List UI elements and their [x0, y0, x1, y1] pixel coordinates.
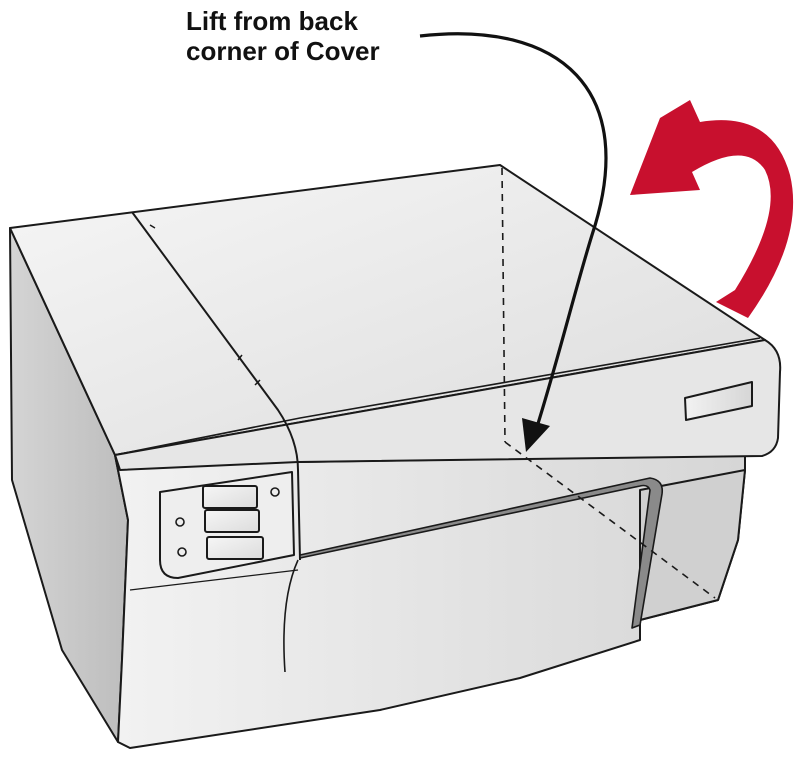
pointer-arrowhead — [522, 418, 550, 452]
panel-led-2 — [175, 517, 185, 527]
cover-fold-line — [114, 337, 761, 456]
hidden-edge-vertical — [501, 167, 506, 443]
panel-led-1 — [270, 487, 280, 497]
callout-label: Lift from back corner of Cover — [186, 6, 380, 66]
panel-led-3 — [177, 547, 187, 557]
callout-line-1: Lift from back — [186, 6, 358, 36]
hidden-edge-diagonal — [504, 441, 716, 599]
panel-button-middle — [204, 509, 260, 533]
panel-button-bottom — [206, 536, 264, 560]
panel-button-top — [202, 485, 258, 509]
cover-front-band — [114, 339, 782, 471]
cover-seam — [131, 211, 301, 561]
side-window — [684, 381, 753, 421]
pointer-arrow-icon — [419, 32, 608, 431]
curved-lift-arrow-icon — [630, 100, 794, 318]
output-slot — [299, 477, 664, 629]
callout-line-2: corner of Cover — [186, 36, 380, 66]
